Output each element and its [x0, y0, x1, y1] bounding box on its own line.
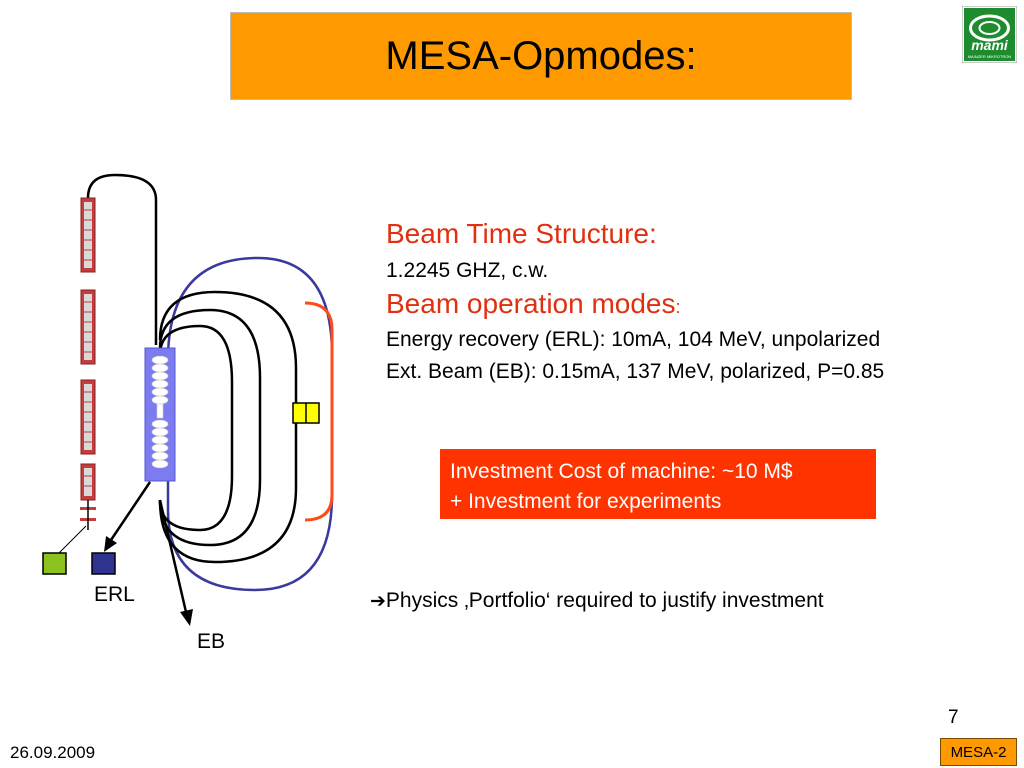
erl-dump-marker-navy [91, 552, 116, 575]
eb-arrow-line [158, 499, 188, 613]
physics-portfolio-line: ➔Physics ‚Portfolio‘ required to justify… [370, 589, 824, 613]
heading-beam-time-structure: Beam Time Structure: [386, 218, 657, 249]
linac-ticks [84, 209, 92, 487]
outer-loop-blue [166, 256, 334, 592]
mami-logo: mami MAINZER MIKROTRON [962, 6, 1017, 63]
upper-transfer-line [86, 173, 158, 345]
logo-text: mami [971, 37, 1009, 53]
beam-structure-value: 1.2245 GHZ, c.w. [386, 259, 549, 282]
source-line [55, 525, 87, 557]
investment-line-2: + Investment for experiments [450, 490, 722, 513]
heading-modes-text: Beam operation modes [386, 288, 676, 319]
inner-loop-1 [158, 290, 298, 564]
title-box: MESA-Opmodes: [230, 12, 852, 100]
footer-date: 26.09.2009 [10, 743, 96, 762]
footer-tag: MESA-2 [940, 738, 1017, 766]
page-number: 7 [948, 707, 959, 728]
cavity-cells [151, 355, 169, 469]
erl-label: ERL [94, 583, 135, 606]
heading-beam-operation-modes: Beam operation modes: [386, 288, 681, 320]
mode-erl-line: Energy recovery (ERL): 10mA, 104 MeV, un… [386, 328, 881, 351]
source-marker-green [42, 552, 67, 575]
physics-text: Physics ‚Portfolio‘ required to justify … [385, 589, 824, 612]
erl-arrow-line [109, 481, 152, 541]
logo-subtext: MAINZER MIKROTRON [968, 54, 1012, 59]
bypass-arc-orange [304, 301, 334, 522]
eb-arrow-head [180, 609, 193, 626]
right-arrow-icon: ➔ [370, 591, 386, 612]
mode-eb-line: Ext. Beam (EB): 0.15mA, 137 MeV, polariz… [386, 360, 885, 383]
investment-line-1: Investment Cost of machine: ~10 M$ [450, 460, 793, 483]
inner-loop-3 [158, 324, 234, 532]
investment-box: Investment Cost of machine: ~10 M$ + Inv… [440, 449, 876, 519]
erl-arrow-head [104, 536, 117, 552]
heading-modes-colon: : [675, 297, 681, 317]
slide-title: MESA-Opmodes: [385, 33, 697, 78]
inner-loop-2 [158, 308, 262, 547]
eb-label: EB [197, 630, 226, 653]
linac-cells [84, 202, 92, 496]
